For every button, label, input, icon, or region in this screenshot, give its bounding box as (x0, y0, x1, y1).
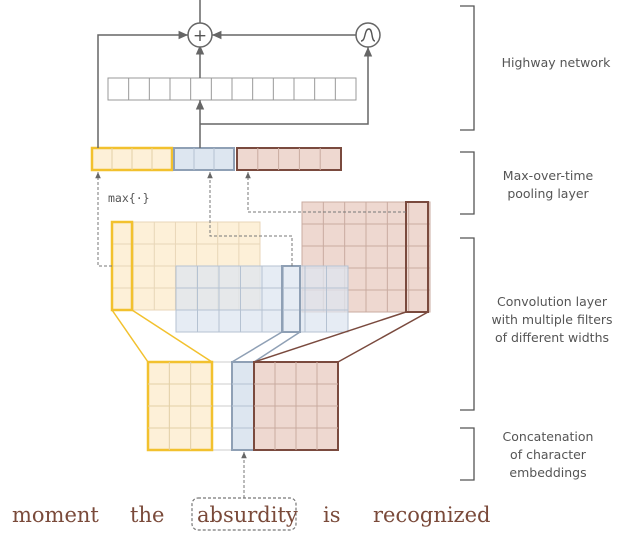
label-concat-line3: embeddings (509, 465, 586, 480)
label-conv-line1: Convolution layer (497, 294, 608, 309)
layer-brackets (460, 5, 475, 481)
word-is: is (323, 503, 341, 527)
highway-connections (97, 0, 373, 148)
word-absurdity: absurdity (197, 503, 298, 527)
label-conv-line2: with multiple filters (491, 312, 612, 327)
sigmoid-gate-icon (355, 22, 381, 48)
conv-feature-map-blue (175, 265, 349, 333)
highlighted-word-box (191, 497, 297, 531)
input-sentence: moment the absurdity is recognized (12, 497, 491, 531)
max-operator-label: max{·} (108, 191, 150, 205)
character-embedding-matrix (146, 360, 339, 452)
label-concat-line1: Concatenation (503, 429, 594, 444)
label-highway-network: Highway network (502, 55, 612, 70)
label-concat-line2: of character (510, 447, 587, 462)
pooling-arrows (95, 172, 406, 498)
word-moment: moment (12, 503, 99, 527)
label-pooling-line2: pooling layer (507, 186, 589, 201)
pooling-vector (90, 146, 342, 172)
word-recognized: recognized (373, 503, 491, 527)
conv-max-column-blue (281, 265, 301, 333)
highway-hidden-vector (107, 77, 357, 101)
filter-projection-lines (111, 309, 429, 363)
word-the: the (130, 503, 164, 527)
conv-max-column-brown (405, 201, 429, 313)
pooling-segment-brown (236, 147, 342, 171)
pooling-segment-blue (173, 147, 235, 171)
label-pooling-line1: Max-over-time (503, 168, 594, 183)
plus-operator: + (187, 22, 213, 48)
plus-symbol: + (193, 26, 207, 46)
label-conv-line3: of different widths (495, 330, 609, 345)
